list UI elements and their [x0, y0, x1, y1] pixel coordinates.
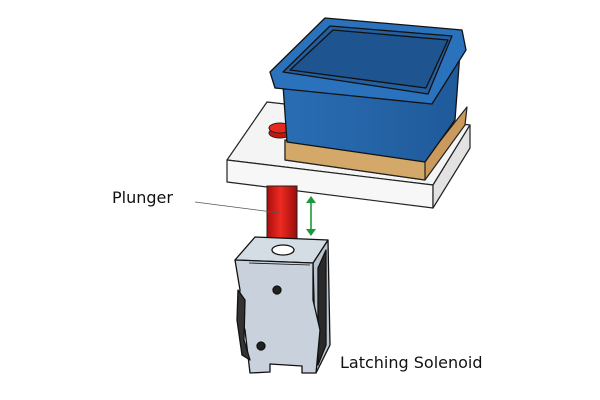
motion-arrow-icon [306, 196, 316, 236]
plunger-label: Plunger [112, 188, 173, 207]
solenoid-label: Latching Solenoid [340, 353, 483, 372]
solenoid [234, 236, 331, 374]
plunger-leader-line [194, 201, 281, 214]
bin [269, 17, 467, 163]
